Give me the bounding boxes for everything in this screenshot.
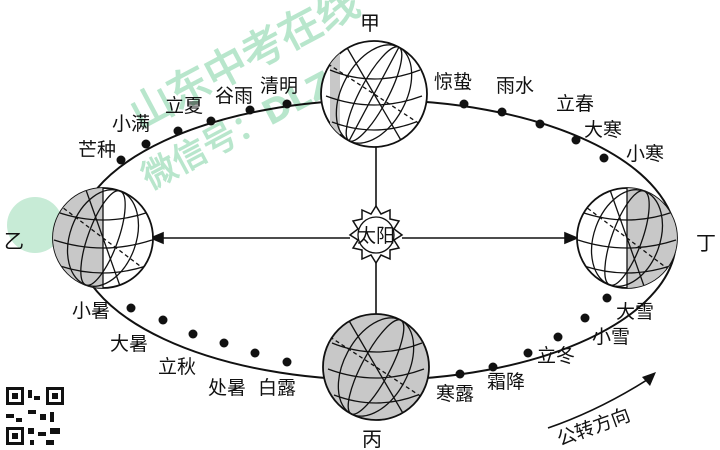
globe-left <box>52 187 154 289</box>
term-jingzhe: 惊蛰 <box>434 71 472 93</box>
term-shuangjiang: 霜降 <box>487 371 525 393</box>
arrow-right-icon <box>564 231 580 245</box>
position-label-left: 乙 <box>4 229 24 253</box>
direction-label: 公转方向 <box>554 404 633 450</box>
term-mangzhong: 芒种 <box>78 139 116 161</box>
qr-code <box>4 385 66 447</box>
term-bailu: 白露 <box>258 377 296 399</box>
term-xiaoman: 小满 <box>112 113 150 135</box>
watermark-logo <box>7 197 63 253</box>
sun-label: 太阳 <box>357 225 395 247</box>
term-guyu: 谷雨 <box>215 85 253 107</box>
term-lixia: 立夏 <box>165 95 203 117</box>
direction-arrow-icon <box>642 372 656 386</box>
sun: 太阳 <box>348 204 404 265</box>
globe-bottom <box>322 313 430 421</box>
term-dashu: 大暑 <box>110 333 148 355</box>
term-daxue: 大雪 <box>616 301 654 323</box>
term-xiaoxue: 小雪 <box>592 326 630 348</box>
revolution-direction: 公转方向 <box>547 372 656 450</box>
term-lichun: 立春 <box>556 93 594 115</box>
position-label-top: 甲 <box>360 11 380 35</box>
solar-term-dots <box>116 99 612 379</box>
term-qingming: 清明 <box>260 75 298 97</box>
term-liqiu: 立秋 <box>158 356 196 378</box>
position-label-right: 丁 <box>696 231 716 255</box>
arrow-left-icon <box>148 231 164 245</box>
term-xiaohan: 小寒 <box>626 143 664 165</box>
globe-top <box>320 40 428 148</box>
position-label-bottom: 丙 <box>362 427 382 450</box>
term-chushu: 处暑 <box>208 377 246 399</box>
term-xiaoshu: 小暑 <box>72 300 110 322</box>
term-yushui: 雨水 <box>496 75 534 97</box>
term-hanlu: 寒露 <box>436 383 474 405</box>
term-dahan: 大寒 <box>584 119 622 141</box>
term-lidong: 立冬 <box>537 345 575 367</box>
